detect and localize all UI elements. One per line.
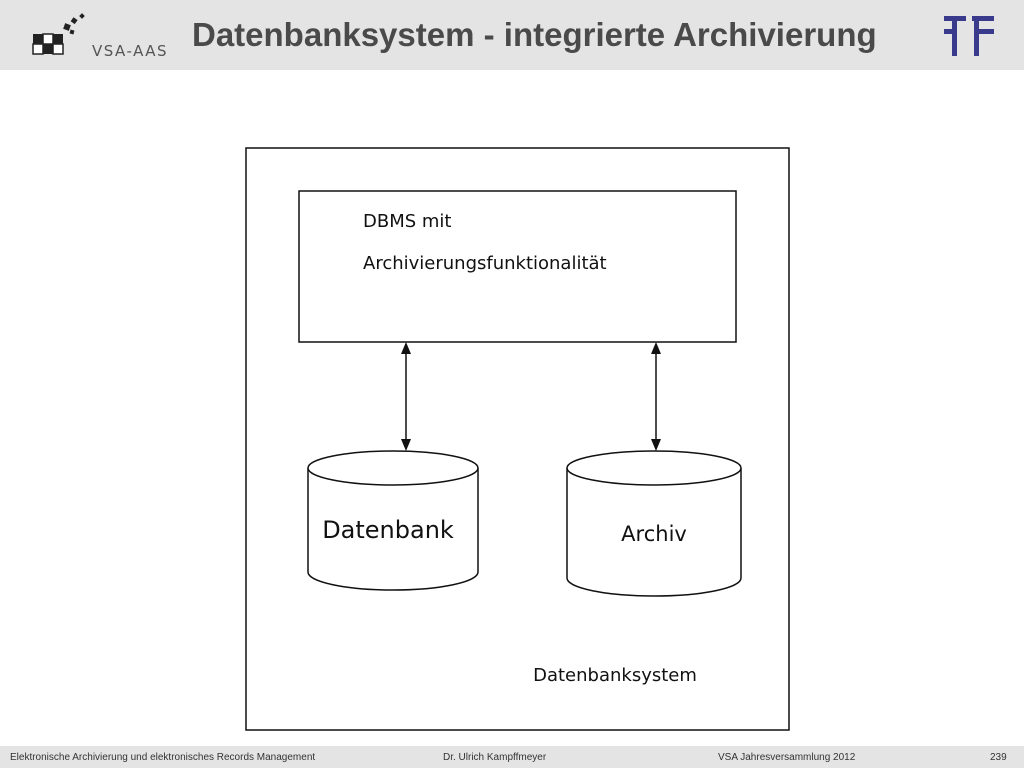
logo-text: VSA-AAS [92,42,169,60]
archiv-label: Archiv [621,522,687,546]
arrow-dbms-datenbank [401,342,411,451]
dbms-box [298,190,737,343]
dbms-label-line1: DBMS mit [363,211,451,232]
page-title: Datenbanksystem - integrierte Archivieru… [192,16,877,53]
footer-event: VSA Jahresversammlung 2012 [718,752,856,763]
system-label: Datenbanksystem [533,665,697,686]
header-bar: VSA-AAS Datenbanksystem - integrierte Ar… [0,0,1024,70]
page-number: 239 [990,752,1007,763]
archiv-cylinder [566,450,742,597]
datenbank-cylinder [307,450,479,591]
system-box [245,147,790,731]
arrow-dbms-archiv [651,342,661,451]
footer-course: Elektronische Archivierung und elektroni… [10,752,316,763]
footer-bar: Elektronische Archivierung und elektroni… [0,746,1024,768]
footer-author: Dr. Ulrich Kampffmeyer [443,752,547,763]
datenbank-label: Datenbank [322,516,454,544]
vsa-logo-icon [32,13,85,55]
brand-logo-icon [944,16,994,56]
dbms-label-line2: Archivierungsfunktionalität [363,253,607,274]
